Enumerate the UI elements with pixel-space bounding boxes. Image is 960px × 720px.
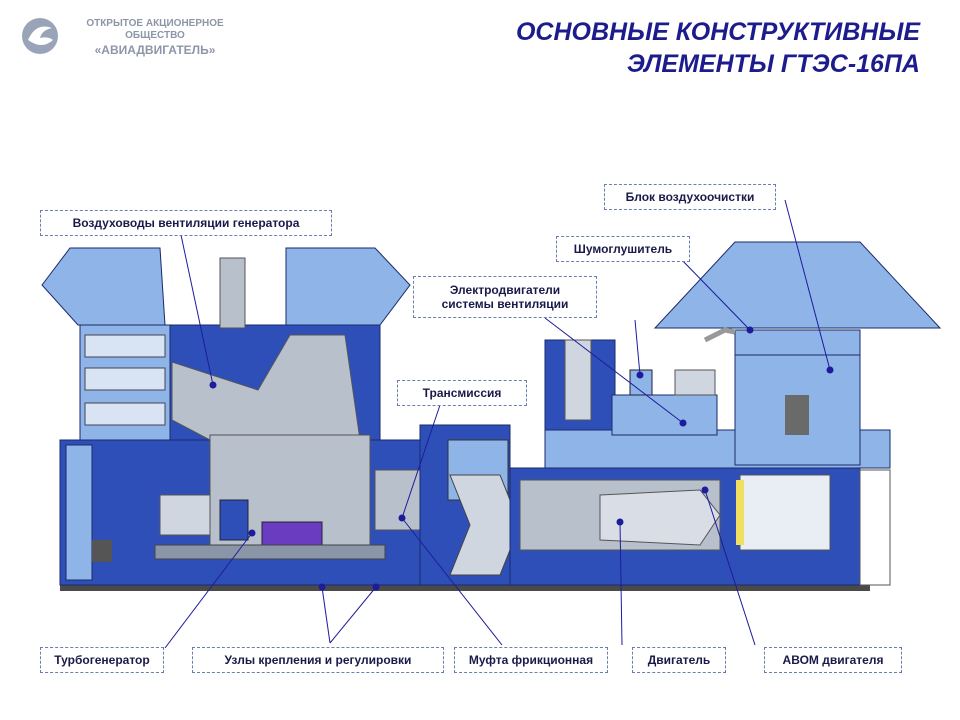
generator-duct-hood-left xyxy=(41,247,166,326)
title-line-2: ЭЛЕМЕНТЫ ГТЭС-16ПА xyxy=(626,50,920,78)
label-vent-motors-line-2: системы вентиляции xyxy=(441,297,569,311)
generator-control-panel xyxy=(261,521,323,547)
avom-unit xyxy=(739,474,831,551)
label-avom: АВОМ двигателя xyxy=(764,647,902,673)
air-cleaner-module xyxy=(653,241,942,466)
label-engine: Двигатель xyxy=(632,647,726,673)
label-vent-motors: Электродвигатели системы вентиляции xyxy=(413,276,597,318)
company-emblem-icon xyxy=(22,18,58,54)
label-air-cleaner: Блок воздухоочистки xyxy=(604,184,776,210)
generator-duct-hood-right xyxy=(285,247,411,326)
air-cleaner-door xyxy=(785,395,809,435)
leader-lines xyxy=(164,199,834,649)
company-line-3: «АВИАДВИГАТЕЛЬ» xyxy=(94,43,216,57)
engine-module xyxy=(509,339,891,586)
label-clutch: Муфта фрикционная xyxy=(454,647,608,673)
company-line-2: ОБЩЕСТВО xyxy=(125,30,185,41)
generator-duct xyxy=(171,334,361,441)
title-line-1: ОСНОВНЫЕ КОНСТРУКТИВНЫЕ xyxy=(515,18,920,46)
company-logo: ОТКРЫТОЕ АКЦИОНЕРНОЕ ОБЩЕСТВО «АВИАДВИГА… xyxy=(20,16,240,64)
company-name: ОТКРЫТОЕ АКЦИОНЕРНОЕ ОБЩЕСТВО «АВИАДВИГА… xyxy=(70,18,240,58)
label-generator-ducts: Воздуховоды вентиляции генератора xyxy=(40,210,332,236)
transmission-module xyxy=(419,424,521,586)
label-transmission: Трансмиссия xyxy=(397,380,527,406)
label-turbogenerator: Турбогенератор xyxy=(40,647,164,673)
air-cleaner-roof xyxy=(653,241,942,329)
page-title: ОСНОВНЫЕ КОНСТРУКТИВНЫЕ ЭЛЕМЕНТЫ ГТЭС-16… xyxy=(516,16,920,80)
label-mounts: Узлы крепления и регулировки xyxy=(192,647,444,673)
silencer-pipe xyxy=(564,339,592,421)
exhaust-stack xyxy=(219,257,246,329)
clutch-cone xyxy=(449,474,521,576)
generator-module xyxy=(41,247,446,586)
label-vent-motors-line-1: Электродвигатели xyxy=(449,283,561,297)
company-line-1: ОТКРЫТОЕ АКЦИОНЕРНОЕ xyxy=(86,18,224,29)
label-silencer: Шумоглушитель xyxy=(556,236,690,262)
ground-line xyxy=(60,585,870,591)
